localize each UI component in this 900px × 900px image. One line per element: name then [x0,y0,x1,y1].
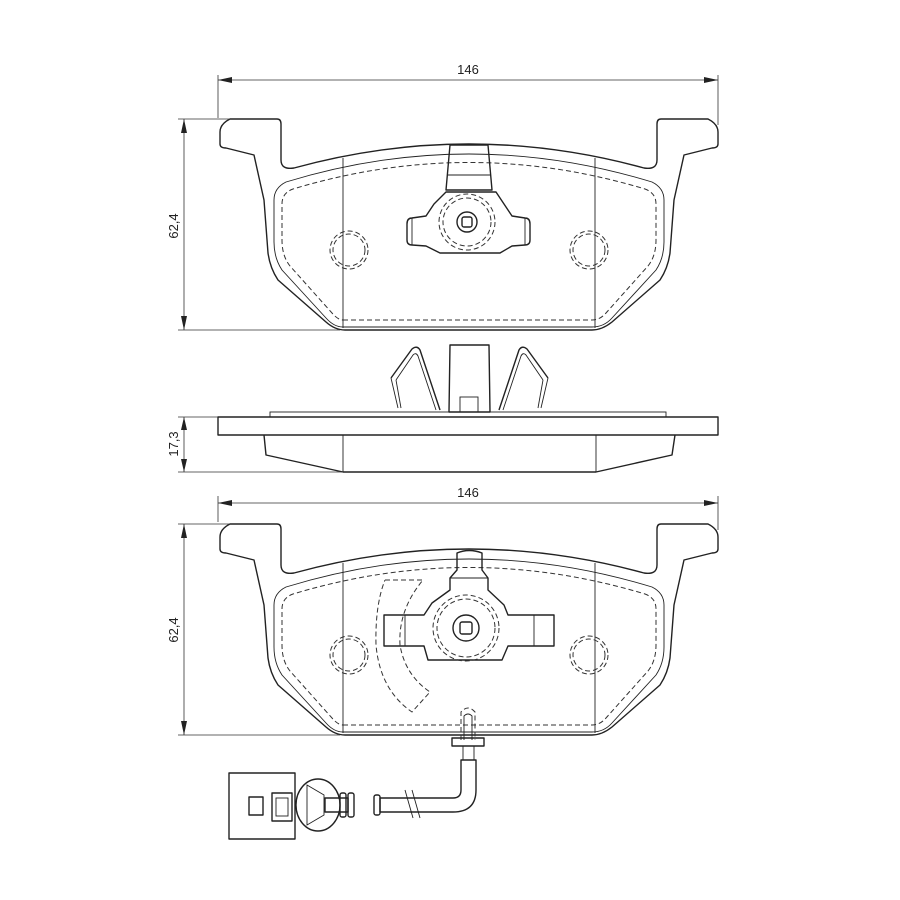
brake-pad-outline [219,523,719,736]
width-dimension: 146 [217,485,719,530]
height-label: 62,4 [166,213,181,238]
center-spring-hub [406,144,531,254]
shim-layer [269,411,667,418]
thickness-label: 17,3 [166,431,181,456]
thickness-dimension: 17,3 [166,416,343,473]
height-label: 62,4 [166,617,181,642]
friction-material [263,434,676,473]
backing-plate [217,416,719,436]
retaining-spring-clip [390,344,549,413]
brake-pad-outline [219,118,719,331]
height-dimension: 62,4 [166,523,340,736]
bottom-view: 146 62,4 [166,485,719,840]
width-label: 146 [457,62,479,77]
top-view: 146 62,4 [166,62,719,331]
side-view: 17,3 [166,344,719,473]
width-label: 146 [457,485,479,500]
wear-sensor-cable [228,707,485,840]
center-spring-hub [383,549,555,662]
wear-indicator-area [375,579,431,713]
height-dimension: 62,4 [166,118,340,331]
width-dimension: 146 [217,62,719,125]
